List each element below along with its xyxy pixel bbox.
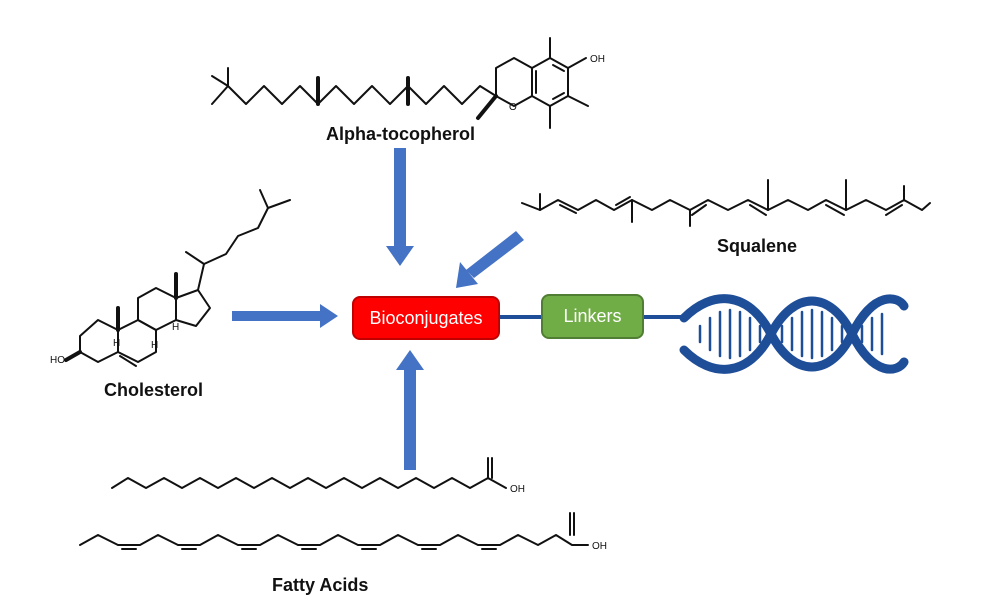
arrow-down-icon — [386, 148, 414, 266]
arrow-up-icon — [396, 350, 424, 470]
alpha-tocopherol-structure — [211, 37, 589, 129]
alpha-tocopherol-label: Alpha-tocopherol — [326, 124, 475, 144]
bioconjugates-box: Bioconjugates — [352, 296, 500, 340]
bioconjugates-label: Bioconjugates — [369, 307, 483, 328]
atom-label-o: O — [509, 102, 517, 113]
linkers-label: Linkers — [563, 306, 622, 326]
fatty-acids-label: Fatty Acids — [272, 575, 369, 595]
dna-icon — [679, 294, 909, 374]
cholesterol-label: Cholesterol — [104, 380, 204, 400]
arrow-right-icon — [232, 304, 338, 328]
atom-label-h: H — [113, 338, 121, 349]
fatty-acid-saturated-structure — [111, 457, 507, 489]
squalene-label: Squalene — [717, 236, 798, 256]
atom-label-oh: OH — [592, 541, 607, 552]
arrow-diagonal-icon — [456, 231, 524, 288]
fatty-acid-unsaturated-structure — [79, 512, 589, 550]
atom-label-h: H — [151, 340, 159, 351]
atom-label-oh: OH — [590, 54, 605, 65]
atom-label-ho: HO — [50, 355, 65, 366]
squalene-structure — [521, 179, 931, 227]
linkers-box: Linkers — [541, 294, 644, 339]
atom-label-h: H — [172, 322, 180, 333]
cholesterol-structure — [64, 189, 291, 367]
atom-label-oh: OH — [510, 484, 525, 495]
